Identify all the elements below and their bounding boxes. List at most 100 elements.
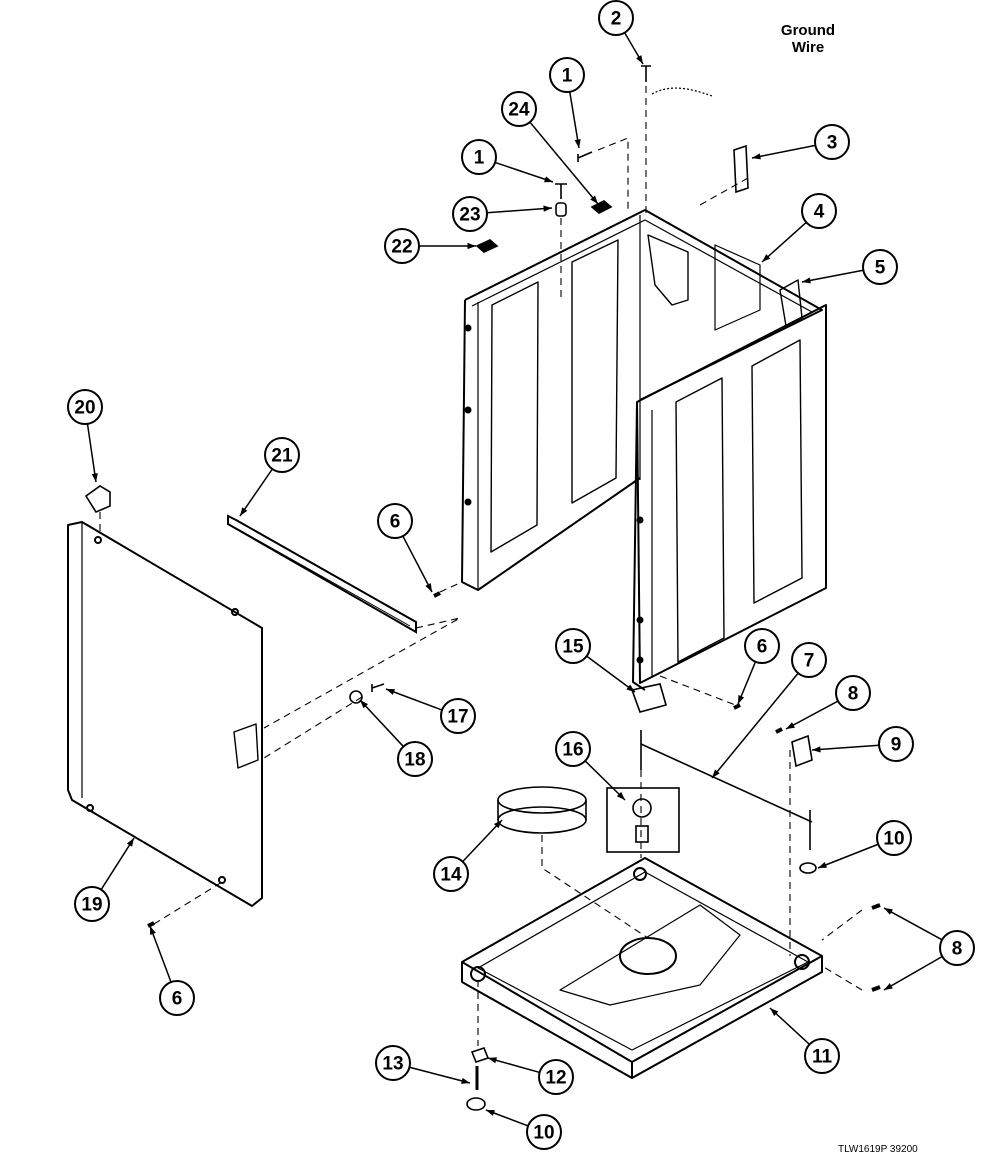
callout-circle bbox=[804, 1038, 840, 1074]
callout-circle bbox=[433, 856, 469, 892]
small-parts-drawing bbox=[84, 65, 881, 1111]
callout-bubble-23: 23 bbox=[452, 196, 488, 232]
leader-line-c19 bbox=[100, 837, 135, 891]
callout-number: 6 bbox=[390, 512, 401, 533]
callout-circle bbox=[440, 698, 476, 734]
leader-line-c7-arrowhead bbox=[712, 769, 720, 778]
callout-circle bbox=[384, 228, 420, 264]
callout-number: 14 bbox=[440, 865, 462, 886]
callout-circle bbox=[835, 675, 871, 711]
callout-circle bbox=[801, 193, 837, 229]
callout-bubble-18: 18 bbox=[397, 741, 433, 777]
callout-number: 6 bbox=[172, 989, 183, 1010]
leader-line-c3 bbox=[751, 144, 816, 159]
callout-circle bbox=[862, 249, 898, 285]
leader-line-c12 bbox=[487, 1057, 540, 1074]
callout-number: 5 bbox=[875, 258, 886, 279]
leader-line-c23 bbox=[486, 207, 553, 214]
leader-line-c7 bbox=[711, 672, 799, 779]
callout-bubble-11: 11 bbox=[804, 1038, 840, 1074]
leader-line-c5-arrowhead bbox=[802, 277, 811, 284]
callout-number: 19 bbox=[81, 895, 102, 916]
alignment-lines bbox=[99, 86, 863, 1046]
callout-bubble-9: 9 bbox=[878, 726, 914, 762]
leader-line-c16-arrowhead bbox=[616, 791, 625, 800]
callout-bubble-4: 4 bbox=[801, 193, 837, 229]
leader-line-c11-arrowhead bbox=[770, 1008, 779, 1017]
callout-number: 8 bbox=[952, 939, 963, 960]
callout-circle bbox=[814, 124, 850, 160]
callout-bubble-16: 16 bbox=[555, 731, 591, 767]
leader-line-c3-arrowhead bbox=[752, 153, 761, 160]
callout-number: 16 bbox=[562, 740, 583, 761]
callout-circle bbox=[397, 741, 433, 777]
ground-wire-label-line1: Ground bbox=[781, 22, 835, 39]
callout-bubble-24: 24 bbox=[501, 91, 537, 127]
callout-number: 12 bbox=[545, 1068, 566, 1089]
callout-bubble-8: 8 bbox=[835, 675, 871, 711]
leader-line-c6a-arrowhead bbox=[425, 583, 432, 592]
leader-line-c19-arrowhead bbox=[126, 838, 134, 847]
callout-bubble-10: 10 bbox=[876, 820, 912, 856]
callout-number: 1 bbox=[562, 66, 573, 87]
leader-line-c13 bbox=[409, 1066, 471, 1084]
leader-line-c6a bbox=[402, 535, 433, 593]
callout-circle bbox=[549, 57, 585, 93]
leader-line-c1b-arrowhead bbox=[544, 176, 553, 183]
callout-number: 11 bbox=[812, 1047, 833, 1068]
leader-line-c18 bbox=[359, 699, 404, 748]
leader-line-c14 bbox=[462, 819, 503, 863]
callout-number: 2 bbox=[611, 9, 622, 30]
callout-number: 4 bbox=[814, 202, 825, 223]
leader-line-c16 bbox=[584, 760, 626, 801]
callout-bubble-19: 19 bbox=[74, 886, 110, 922]
callout-circle bbox=[501, 91, 537, 127]
leader-line-c17-arrowhead bbox=[386, 689, 395, 695]
callout-circle bbox=[461, 139, 497, 175]
callout-circle bbox=[452, 196, 488, 232]
callout-bubble-8: 8 bbox=[939, 930, 975, 966]
leader-line-c2-arrowhead bbox=[636, 55, 643, 64]
callout-number: 6 bbox=[757, 637, 768, 658]
callout-circle bbox=[264, 437, 300, 473]
callout-circle bbox=[939, 930, 975, 966]
leader-line-c6b-arrowhead bbox=[738, 695, 745, 704]
callout-circle bbox=[744, 628, 780, 664]
callout-number: 9 bbox=[891, 735, 902, 756]
leader-line-c8b-b-arrowhead bbox=[884, 983, 893, 990]
callout-number: 18 bbox=[404, 750, 425, 771]
callout-bubbles: 1123456667889101011121314151617181920212… bbox=[67, 0, 975, 1150]
leader-line-c1a-arrowhead bbox=[574, 139, 581, 148]
leader-line-c17 bbox=[385, 688, 443, 711]
callout-bubble-12: 12 bbox=[538, 1059, 574, 1095]
ground-wire-label-line2: Wire bbox=[792, 39, 824, 56]
callout-circle bbox=[791, 642, 827, 678]
callout-number: 3 bbox=[827, 133, 838, 154]
leader-line-c6c bbox=[149, 925, 172, 983]
callout-bubble-1: 1 bbox=[461, 139, 497, 175]
leader-line-c18-arrowhead bbox=[360, 700, 369, 709]
ground-wire-drawing bbox=[651, 87, 713, 97]
callout-circle bbox=[876, 820, 912, 856]
callout-bubble-6: 6 bbox=[159, 980, 195, 1016]
callout-number: 7 bbox=[804, 651, 815, 672]
callout-leaders bbox=[86, 32, 943, 1127]
leader-line-c11 bbox=[769, 1007, 811, 1046]
leader-line-c22-arrowhead bbox=[467, 242, 476, 250]
leader-line-c15-arrowhead bbox=[626, 684, 635, 692]
leader-line-c4-arrowhead bbox=[762, 254, 771, 262]
callout-bubble-5: 5 bbox=[862, 249, 898, 285]
figure-code: TLW1619P 39200 bbox=[838, 1144, 918, 1155]
callout-bubble-3: 3 bbox=[814, 124, 850, 160]
callout-circle bbox=[159, 980, 195, 1016]
leader-line-c9 bbox=[811, 744, 880, 751]
base-frame-drawing bbox=[461, 857, 823, 1079]
leader-line-c8a-arrowhead bbox=[786, 722, 795, 729]
leader-line-c10b-arrowhead bbox=[486, 1110, 495, 1116]
callout-bubble-21: 21 bbox=[264, 437, 300, 473]
callout-bubble-14: 14 bbox=[433, 856, 469, 892]
leader-line-c5 bbox=[801, 269, 864, 283]
callout-number: 21 bbox=[271, 446, 293, 467]
callout-number: 24 bbox=[508, 100, 530, 121]
